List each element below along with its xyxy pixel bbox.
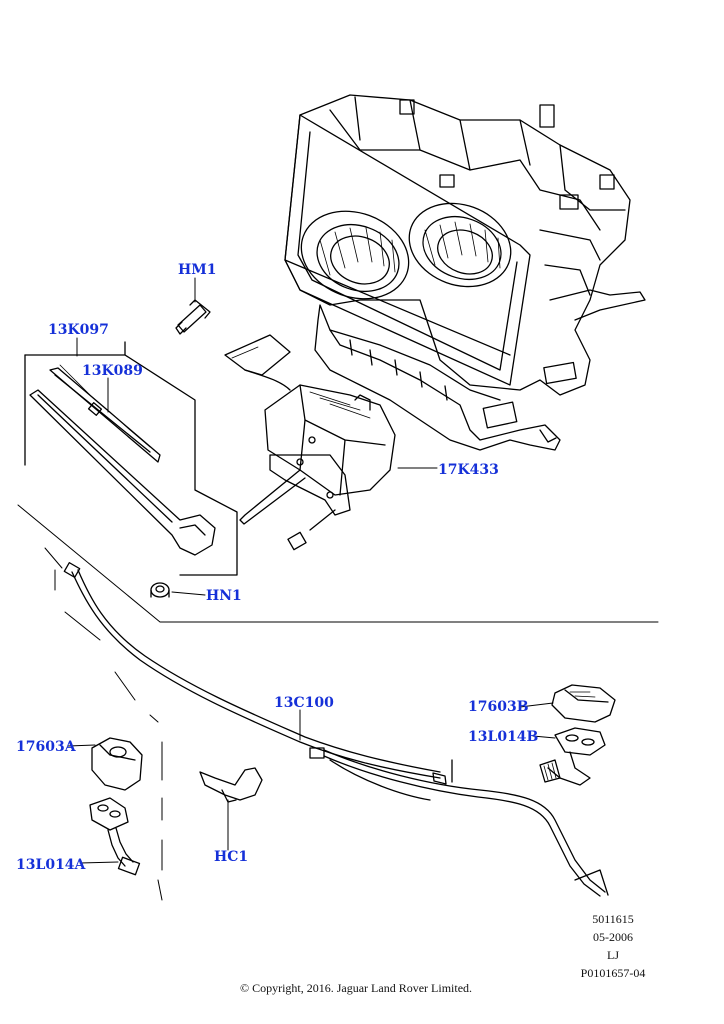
washer-jet-left <box>89 797 141 876</box>
callout-17603b: 17603B <box>468 699 529 715</box>
washer-hose <box>63 562 609 897</box>
screw-hm1 <box>175 299 211 335</box>
reference-initials: LJ <box>607 948 619 962</box>
callout-13l014a: 13L014A <box>16 857 86 873</box>
callout-hc1: HC1 <box>214 849 249 865</box>
washer-jet-right <box>539 727 606 786</box>
callout-13k097: 13K097 <box>48 322 109 338</box>
washer-jet-cover-right <box>551 684 616 723</box>
copyright-notice: © Copyright, 2016. Jaguar Land Rover Lim… <box>239 981 473 995</box>
washer-jet-cover-left <box>91 737 143 791</box>
construction-lines <box>17 504 659 901</box>
reference-illustration-id: P0101657-04 <box>580 966 646 980</box>
arm-retaining-nut <box>150 582 170 598</box>
wiper-blade <box>49 364 161 463</box>
wiper-arm <box>29 389 216 556</box>
reference-block: 5011615 05-2006 LJ P0101657-04 <box>572 910 654 982</box>
callout-13l014b: 13L014B <box>468 729 539 745</box>
hose-clip <box>199 767 263 803</box>
leader-lines <box>67 277 556 864</box>
callout-17603a: 17603A <box>16 739 76 755</box>
reference-number: 5011615 <box>592 912 634 926</box>
wiper-arm-kit-outline <box>24 341 238 576</box>
headlamp-wiper-motor <box>224 334 396 551</box>
callout-17k433: 17K433 <box>438 462 499 478</box>
callout-hn1: HN1 <box>206 588 242 604</box>
callout-13k089: 13K089 <box>82 363 143 379</box>
headlamp-assembly <box>284 94 646 451</box>
callout-hm1: HM1 <box>178 262 217 278</box>
reference-date: 05-2006 <box>593 930 633 944</box>
callout-13c100: 13C100 <box>274 695 334 711</box>
